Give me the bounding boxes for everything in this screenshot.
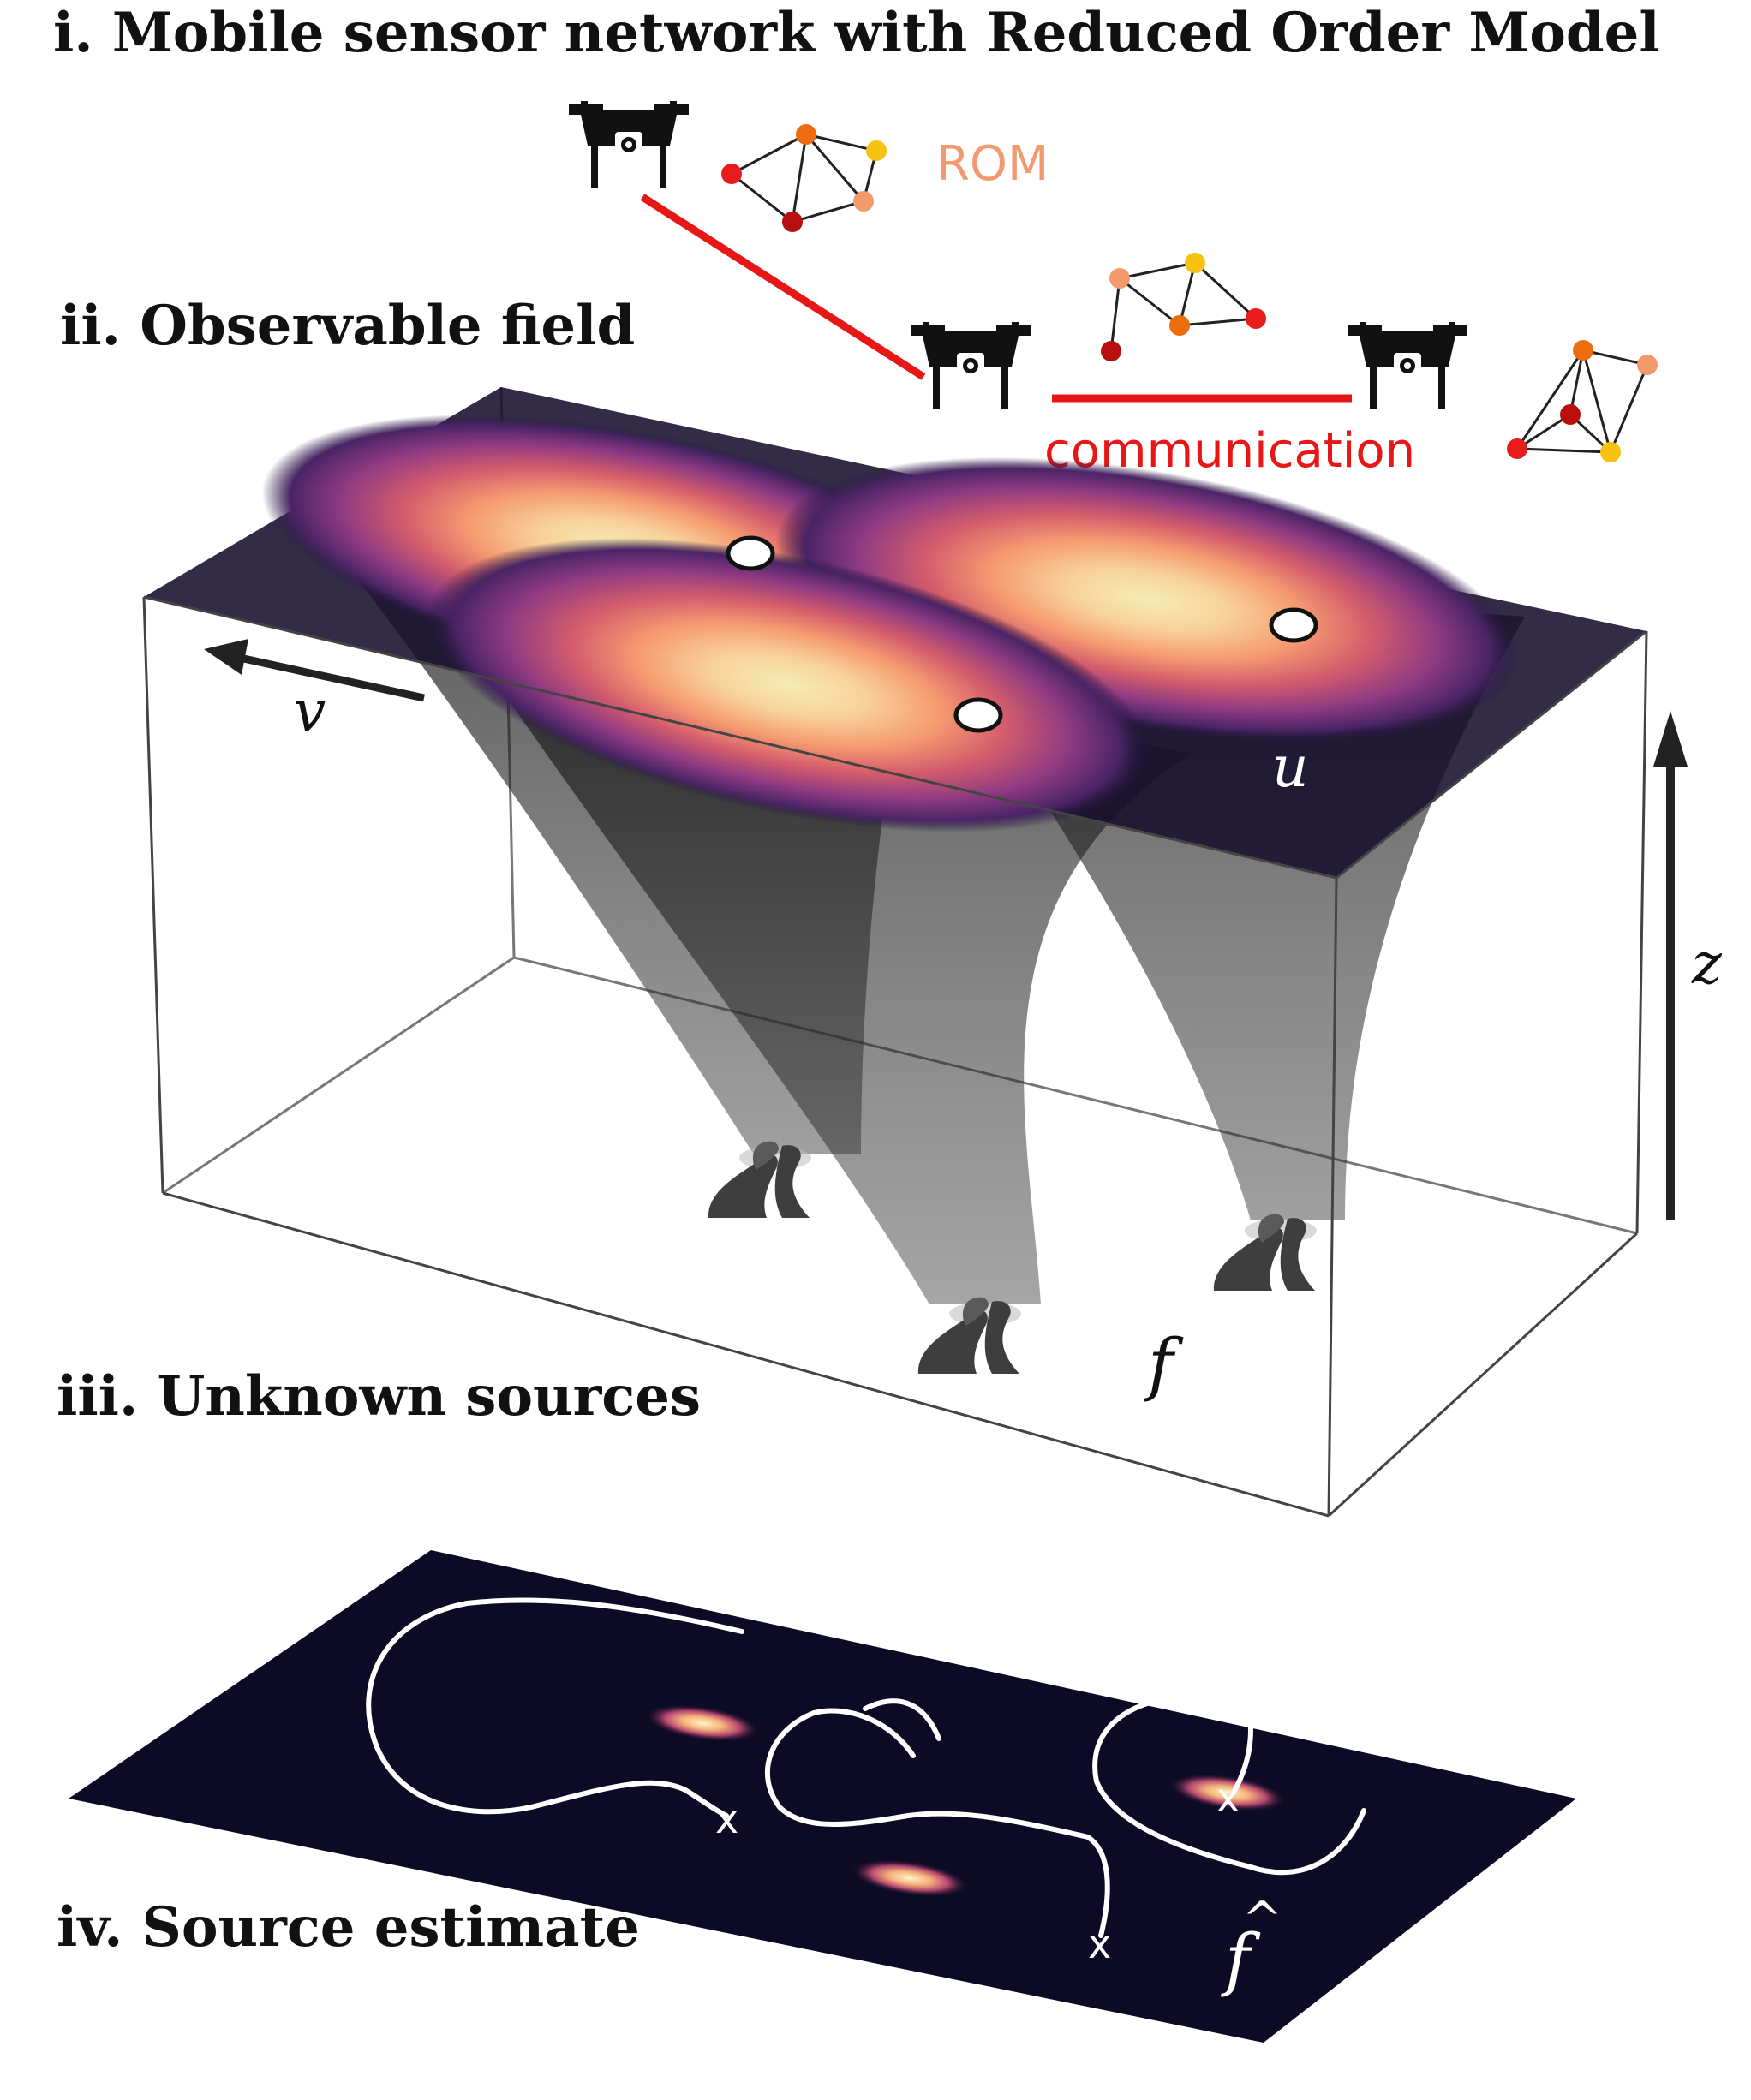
rom-graph-icon-1 — [721, 124, 887, 232]
rom-graph-icon-3 — [1507, 340, 1658, 462]
rom-label: ROM — [936, 136, 1049, 192]
v-label: v — [294, 678, 326, 744]
x-mark-2: x — [1216, 1775, 1240, 1821]
communication-links — [640, 194, 1352, 403]
trajectory-end-markers: x x x — [715, 1775, 1240, 1967]
rom-graph-icon-2 — [1101, 253, 1266, 361]
x-mark-1: x — [715, 1796, 738, 1842]
source-blob-icon-3 — [1213, 1214, 1317, 1291]
field-plumes — [261, 415, 1521, 832]
z-arrow — [1653, 711, 1688, 1220]
source-estimate-plane — [69, 1550, 1576, 2043]
title-observable-field: ii. Observable field — [60, 294, 635, 358]
box-front-edges — [142, 595, 1648, 1518]
x-mark-3: x — [1088, 1921, 1111, 1967]
sensor-trajectories — [366, 1597, 1366, 1938]
sensor-markers — [726, 535, 1318, 733]
drone-icon-3 — [1348, 322, 1467, 409]
title-mobile-sensor-network: i. Mobile sensor network with Reduced Or… — [53, 1, 1660, 65]
title-source-estimate: iv. Source estimate — [57, 1895, 640, 1960]
title-unknown-sources: iii. Unknown sources — [57, 1364, 701, 1429]
source-blob-icon-2 — [917, 1297, 1021, 1374]
drone-icon-2 — [911, 322, 1031, 409]
source-blob-icon-1 — [708, 1141, 811, 1218]
estimated-source-spots — [644, 1704, 1288, 1898]
u-label: u — [1272, 734, 1309, 800]
communication-link-1 — [640, 194, 926, 380]
z-label: z — [1691, 931, 1723, 997]
f-hat-accent: ^ — [1242, 1892, 1282, 1948]
drone-icon-1 — [569, 101, 689, 188]
v-arrow — [204, 639, 425, 702]
f-label: f — [1144, 1324, 1184, 1404]
